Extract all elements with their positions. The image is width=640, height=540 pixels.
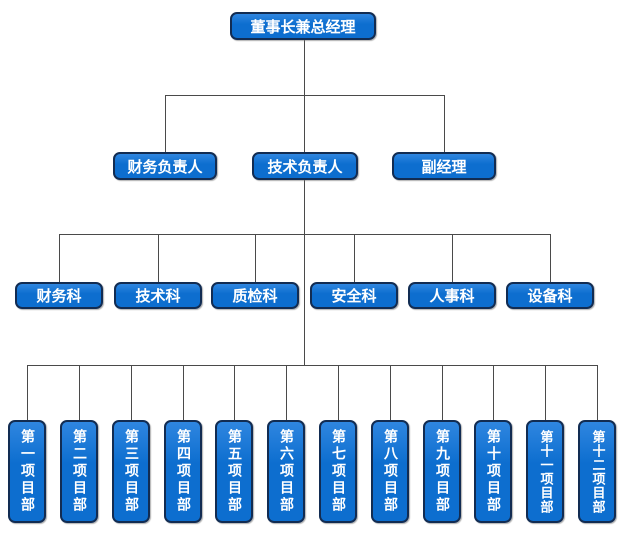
connector-line [452, 234, 453, 283]
org-node-technical-head: 技术负责人 [252, 152, 358, 180]
connector-line [27, 365, 28, 421]
org-node-quality-inspection-section: 质检科 [211, 282, 299, 309]
connector-line [286, 365, 287, 421]
org-node-finance-head: 财务负责人 [113, 152, 217, 180]
connector-line [59, 234, 60, 283]
connector-line [390, 365, 391, 421]
org-node-project-dept-12: 第十二项目部 [578, 420, 616, 523]
org-node-deputy-manager: 副经理 [392, 152, 496, 180]
connector-line [158, 234, 159, 283]
connector-line [234, 365, 235, 421]
org-node-project-dept-8: 第八项目部 [371, 420, 409, 523]
org-node-project-dept-9: 第九项目部 [423, 420, 461, 523]
connector-line [597, 365, 598, 421]
connector-line [131, 365, 132, 421]
connector-line [354, 234, 355, 283]
connector-line [444, 95, 445, 153]
connector-line [442, 365, 443, 421]
org-node-equipment-section: 设备科 [506, 282, 594, 309]
org-node-personnel-section: 人事科 [408, 282, 496, 309]
org-node-project-dept-5: 第五项目部 [215, 420, 253, 523]
connector-line [59, 234, 551, 235]
connector-line [545, 365, 546, 421]
connector-line [79, 365, 80, 421]
connector-line [304, 179, 305, 366]
connector-line [550, 234, 551, 283]
connector-line [27, 365, 598, 366]
org-node-project-dept-6: 第六项目部 [267, 420, 305, 523]
org-node-project-dept-11: 第十一项目部 [526, 420, 564, 523]
org-node-project-dept-4: 第四项目部 [164, 420, 202, 523]
connector-line [255, 234, 256, 283]
connector-line [304, 39, 305, 153]
org-node-project-dept-1: 第一项目部 [8, 420, 46, 523]
connector-line [493, 365, 494, 421]
org-node-finance-section: 财务科 [15, 282, 103, 309]
org-node-project-dept-10: 第十项目部 [474, 420, 512, 523]
connector-line [165, 95, 166, 153]
org-node-project-dept-7: 第七项目部 [319, 420, 357, 523]
connector-line [183, 365, 184, 421]
org-node-chairman-general-manager: 董事长兼总经理 [230, 12, 376, 40]
connector-line [165, 95, 445, 96]
org-node-technology-section: 技术科 [114, 282, 202, 309]
connector-line [338, 365, 339, 421]
org-node-project-dept-3: 第三项目部 [112, 420, 150, 523]
org-node-safety-section: 安全科 [310, 282, 398, 309]
org-node-project-dept-2: 第二项目部 [60, 420, 98, 523]
